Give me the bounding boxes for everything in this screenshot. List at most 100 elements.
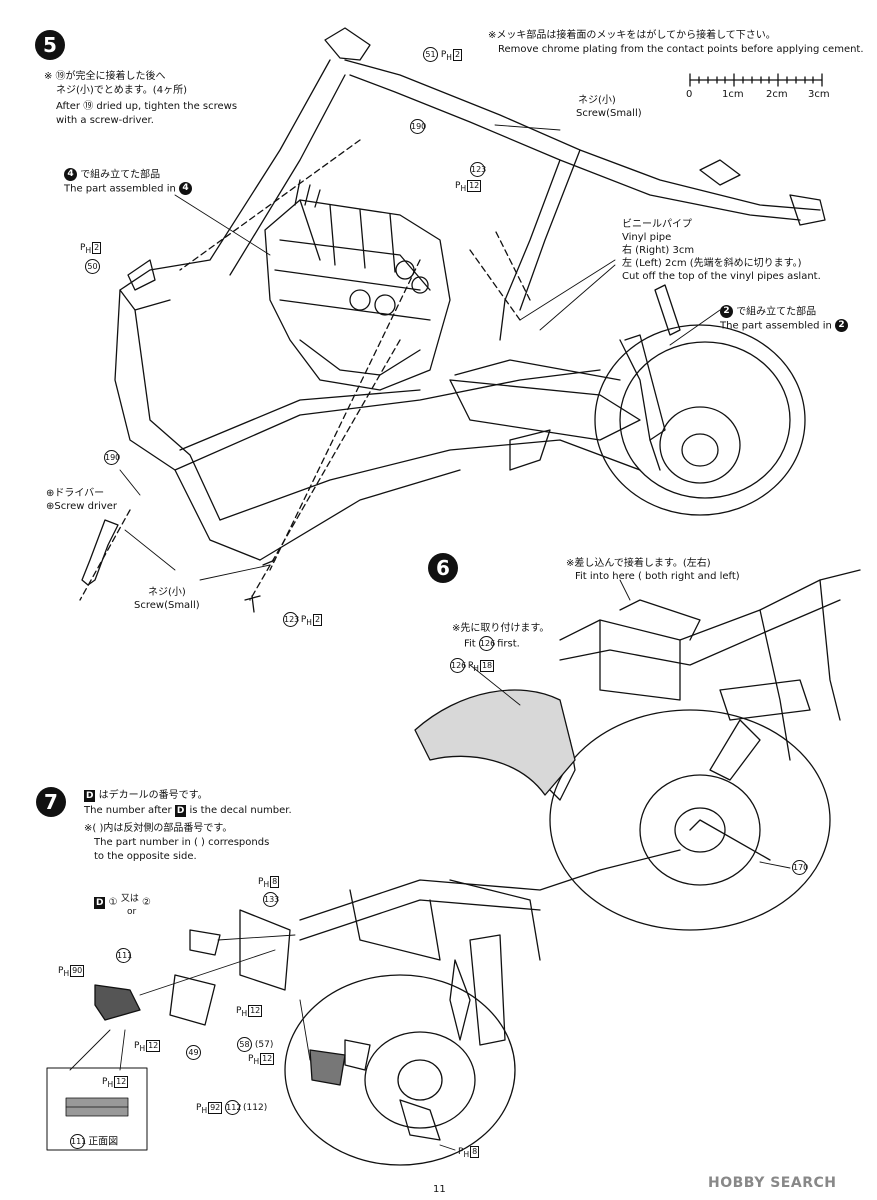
part-58-runner: 12: [260, 1053, 275, 1065]
decal-choice-2: ②: [142, 897, 151, 908]
part-50-label: 50: [85, 259, 100, 274]
part-133-number: 133: [263, 892, 279, 907]
part-111-label: 111: [116, 948, 132, 963]
front-view-part-num: 111: [70, 1134, 86, 1149]
part-4-en-text: The part assembled in: [64, 183, 176, 195]
frame-drawing: [114, 27, 826, 561]
decal-d-icon-2: D: [174, 805, 187, 817]
insert-note-jp: ※差し込んで接着します。(左右): [566, 558, 711, 569]
part-123b-runner: 2: [312, 614, 323, 626]
step-ref-4b: 4: [179, 182, 193, 195]
scale-ruler: [689, 73, 823, 87]
part-190a-number: 190: [410, 119, 426, 134]
part-58-number: 58: [237, 1037, 252, 1052]
decal-choice-1: ①: [108, 897, 118, 908]
part-111b-runner: 12: [146, 1040, 161, 1052]
decal-d-icon-3: D: [94, 897, 106, 909]
vinyl-pipe-jp: ビニールパイプ: [622, 219, 692, 230]
screw-small2-jp: ネジ(小): [148, 587, 186, 598]
part-50-runner: 2: [92, 242, 102, 254]
step-ref-2b: 2: [835, 319, 849, 332]
part-4-label-en: The part assembled in 4: [64, 182, 193, 196]
opposite-note-en-2: to the opposite side.: [94, 851, 197, 862]
fit-first-jp: ※先に取り付けます。: [452, 623, 550, 634]
assembly-guide-lines: [79, 139, 531, 601]
part-111-number: 111: [116, 948, 132, 963]
front-view-inset-box: [46, 1067, 148, 1151]
note-190-en-1: After ⑲ dried up, tighten the screws: [56, 101, 238, 112]
step-ref-4: 4: [64, 168, 77, 181]
screwdriver-drawing: [81, 519, 119, 586]
part-49-label: 49: [186, 1045, 201, 1060]
part-111-runner: 90: [70, 965, 85, 977]
page-number: 11: [433, 1184, 446, 1195]
step-5-badge: 5: [35, 30, 65, 60]
part-126-runner: 18: [479, 660, 495, 672]
part-126-number: 126: [450, 658, 466, 673]
decal-or-jp: 又は: [120, 894, 139, 904]
fender-part-drawing: [414, 689, 576, 796]
decal-or-en: or: [127, 907, 137, 917]
note-190-jp-2: ネジ(小)でとめます。(4ヶ所): [56, 85, 187, 96]
decal-d-icon: D: [84, 790, 96, 802]
screw-small-jp: ネジ(小): [578, 95, 616, 106]
decal-note-jp-text: はデカールの番号です。: [98, 790, 208, 801]
part-123a-runner: 12: [467, 180, 482, 192]
note-190-en-2: with a screw-driver.: [56, 115, 154, 126]
opposite-note-en-1: The part number in ( ) corresponds: [94, 837, 270, 848]
screw-drawing: [244, 595, 261, 613]
part-170-number: 170: [792, 860, 808, 875]
part-49-runner: 12: [248, 1005, 263, 1017]
scale-label-1cm: 1cm: [722, 89, 744, 100]
part-51-runner: 2: [452, 49, 463, 61]
part-4-label-jp: 4 で組み立てた部品: [64, 168, 160, 182]
front-view-text: 正面図: [88, 1136, 119, 1148]
part-2-en-text: The part assembled in: [720, 320, 832, 332]
front-view-label: 111 正面図: [70, 1134, 118, 1149]
decal-note-en-pre: The number after: [84, 805, 172, 816]
part-8-runner: 8: [470, 1146, 480, 1158]
decal-note-en-post: is the decal number.: [189, 805, 292, 816]
vinyl-pipe-en: Vinyl pipe: [622, 232, 672, 243]
decal-note-jp: D はデカールの番号です。: [84, 789, 208, 802]
vinyl-left: 左 (Left) 2cm (先端を斜めに切ります。): [622, 258, 802, 269]
driver-jp: ⊕ドライバー: [46, 488, 105, 499]
part-4-jp-text: で組み立てた部品: [80, 169, 161, 181]
part-49-number: 49: [186, 1045, 201, 1060]
part-123a-number: 123: [470, 162, 486, 177]
chrome-note-en: Remove chrome plating from the contact p…: [498, 44, 864, 55]
watermark-logo: HOBBY SEARCH: [708, 1175, 837, 1191]
part-2-jp-text: で組み立てた部品: [736, 306, 817, 318]
engine-drawing: [264, 179, 451, 391]
step7-drawing: [94, 849, 681, 1166]
leader-lines-step5: [119, 124, 721, 581]
part-123b-number: 123: [283, 612, 299, 627]
scale-label-0: 0: [686, 89, 693, 100]
fit-first-pre: Fit: [464, 638, 476, 650]
step-ref-2: 2: [720, 305, 733, 318]
scale-label-3cm: 3cm: [808, 89, 830, 100]
part-190b-number: 190: [104, 450, 120, 465]
step-6-badge: 6: [428, 553, 458, 583]
part-123a-label: 123: [470, 162, 486, 177]
part-57-number: (57): [254, 1040, 274, 1050]
fit-first-part-num: 126: [478, 636, 495, 651]
fit-first-en: Fit 126 first.: [464, 636, 520, 651]
part-190a-label: 190: [410, 119, 426, 134]
decal-note-en: The number after D is the decal number.: [84, 804, 292, 817]
chrome-note-jp: ※メッキ部品は接着面のメッキをはがしてから接着して下さい。: [488, 30, 776, 41]
screw-small-en: Screw(Small): [576, 108, 642, 119]
part-133-label: 133: [263, 892, 279, 907]
